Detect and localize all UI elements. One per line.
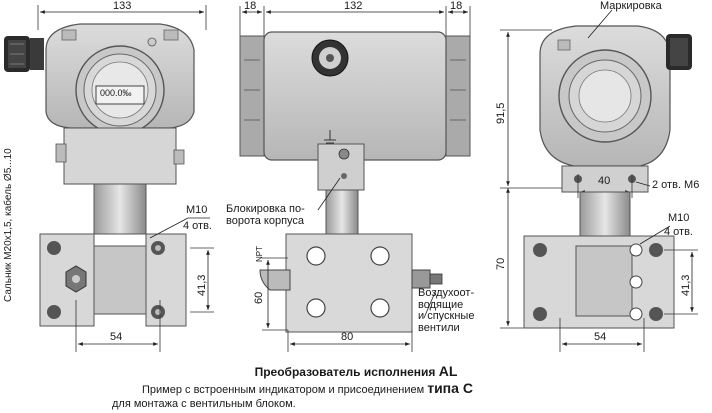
back-view xyxy=(500,9,698,352)
back-lower-height-dimension: 70 xyxy=(495,257,507,270)
back-holes-horizontal-dimension: 54 xyxy=(594,331,607,343)
side-width-dimension: 132 xyxy=(344,0,363,12)
caption-line-1: Пример с встроенным индикатором и присое… xyxy=(142,380,473,396)
housing-lock-label: Блокировка по- ворота корпуса xyxy=(226,203,305,227)
caption-line-1-type: типа С xyxy=(427,380,473,396)
back-thread-label: M10 xyxy=(668,212,690,224)
side-block-width-dimension: 80 xyxy=(341,331,354,343)
caption-title: Преобразователь исполнения AL xyxy=(0,363,712,379)
back-housing xyxy=(539,25,692,193)
back-mount-spacing-dimension: 40 xyxy=(598,175,611,187)
mount-holes-label: 2 отв. M6 xyxy=(652,179,700,191)
side-height-dimension: 60 xyxy=(253,291,265,304)
front-holes-vertical-dimension: 41,3 xyxy=(196,274,208,296)
front-holes-label: 4 отв. xyxy=(183,220,212,232)
side-view xyxy=(239,6,471,352)
back-holes-label: 4 отв. xyxy=(664,226,693,238)
front-flange xyxy=(39,233,187,327)
front-thread-label: M10 xyxy=(186,204,208,216)
side-housing xyxy=(239,31,471,161)
marking-label: Маркировка xyxy=(600,0,662,12)
back-holes-vertical-dimension: 41,3 xyxy=(680,274,692,296)
caption-line-1-text: Пример с встроенным индикатором и присое… xyxy=(142,384,425,396)
cable-gland xyxy=(4,36,44,72)
side-right-dimension: 18 xyxy=(450,0,463,12)
caption-line-2: для монтажа с вентильным блоком. xyxy=(112,398,296,410)
caption-title-text: Преобразователь исполнения xyxy=(254,365,436,379)
display-readout: 000.0‰ xyxy=(100,88,132,98)
back-flange xyxy=(523,235,675,329)
back-height-dimension: 91,5 xyxy=(495,102,507,124)
front-width-dimension: 133 xyxy=(113,0,132,12)
front-holes-horizontal-dimension: 54 xyxy=(110,331,123,343)
side-left-dimension: 18 xyxy=(244,0,257,12)
front-view xyxy=(4,5,214,352)
valves-label: Воздухоот- водящие и спускные вентили xyxy=(418,287,475,334)
npt-label: NPT xyxy=(255,246,264,262)
side-flange xyxy=(259,233,443,333)
caption-title-model: AL xyxy=(438,363,458,379)
cable-gland-label: Сальник M20x1,5, кабель Ø5...10 xyxy=(3,148,14,302)
front-housing xyxy=(45,23,195,135)
